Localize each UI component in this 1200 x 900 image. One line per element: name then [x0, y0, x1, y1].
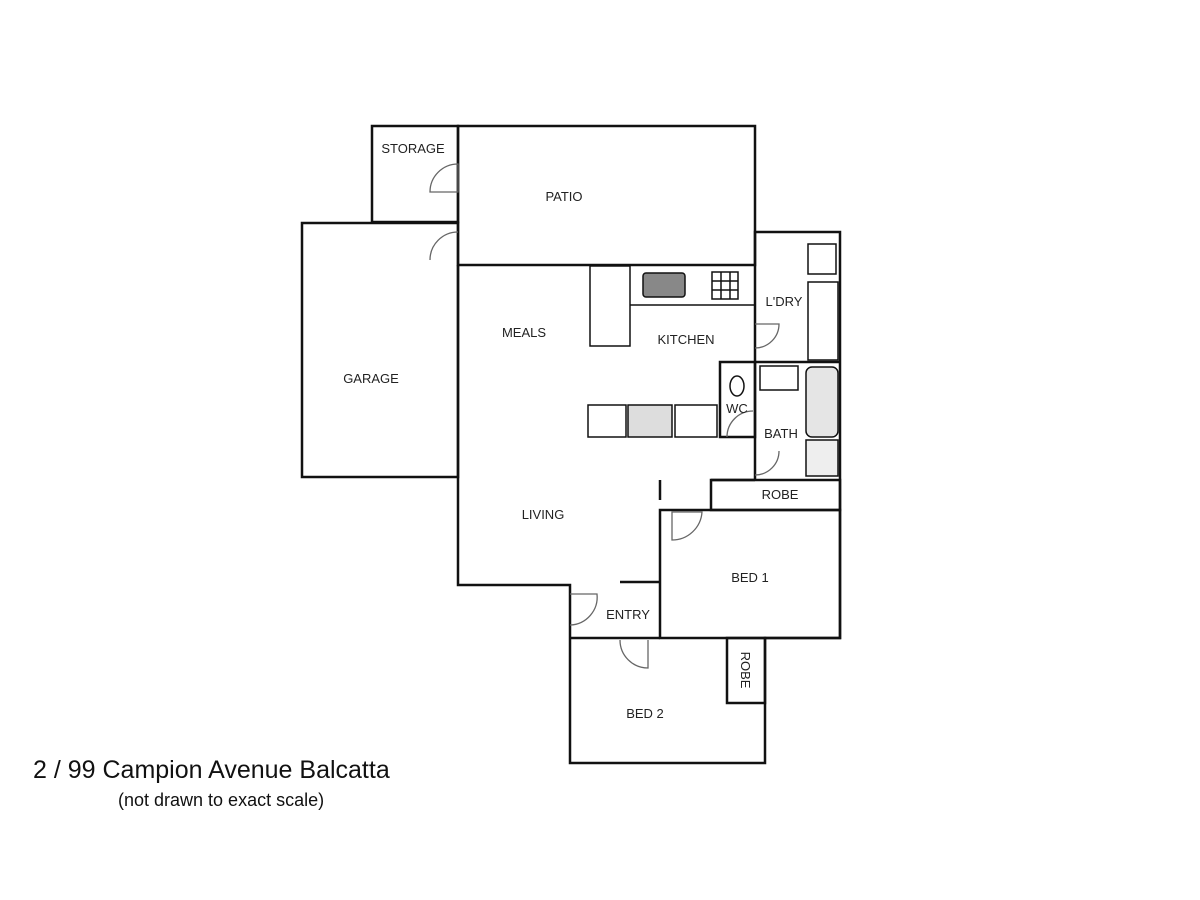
- room-label-bath: BATH: [764, 426, 798, 441]
- room-label-bed-1: BED 1: [731, 570, 769, 585]
- patio-area: [456, 124, 757, 267]
- room-label-garage: GARAGE: [343, 371, 399, 386]
- cooktop-icon: [711, 271, 739, 300]
- door-swings: [429, 163, 780, 669]
- scale-note: (not drawn to exact scale): [118, 790, 325, 810]
- walls: [300, 124, 842, 765]
- bathtub-icon: [805, 366, 839, 438]
- room-label-robe-1: ROBE: [762, 487, 799, 502]
- room-label-patio: PATIO: [545, 189, 582, 204]
- laundry-bench: [807, 281, 839, 361]
- shower-icon: [805, 439, 839, 477]
- room-label-kitchen: KITCHEN: [657, 332, 714, 347]
- property-address: 2 / 99 Campion Avenue Balcatta: [33, 756, 390, 784]
- toilet-icon: [729, 375, 745, 397]
- room-label-wc: WC: [726, 401, 748, 416]
- room-label-robe-2: ROBE: [738, 652, 753, 689]
- basin-icon: [759, 365, 799, 391]
- room-label-bed-2: BED 2: [626, 706, 664, 721]
- garage-room: [300, 221, 460, 479]
- room-label-storage: STORAGE: [381, 141, 445, 156]
- trough-icon: [807, 243, 837, 275]
- room-label-meals: MEALS: [502, 325, 546, 340]
- robe-2: [725, 636, 767, 705]
- room-label-laundry: L'DRY: [766, 294, 803, 309]
- room-label-entry: ENTRY: [606, 607, 650, 622]
- wc-room: [718, 360, 757, 439]
- sink-icon: [642, 272, 686, 298]
- kitchen-joinery: [587, 243, 839, 477]
- room-label-living: LIVING: [522, 507, 565, 522]
